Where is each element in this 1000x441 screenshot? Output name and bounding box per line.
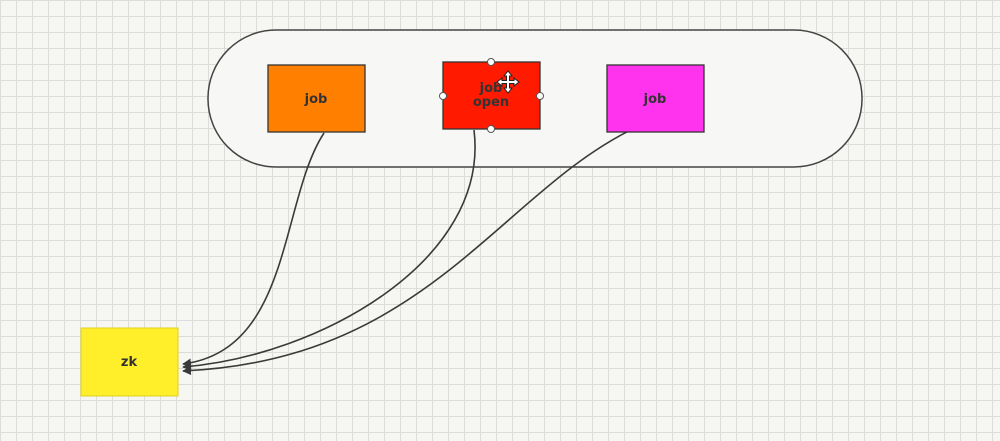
node-zk[interactable]: zk xyxy=(80,327,179,397)
node-job-red[interactable]: job open xyxy=(442,61,541,130)
edge-job1-zk[interactable] xyxy=(182,132,325,368)
resize-handle-icon[interactable] xyxy=(536,92,544,100)
edge-job2-zk[interactable] xyxy=(182,129,476,371)
resize-handle-icon[interactable] xyxy=(439,92,447,100)
node-zk-label: zk xyxy=(121,355,138,370)
edge-job3-zk[interactable] xyxy=(182,125,640,376)
node-job-magenta-label: job xyxy=(643,92,667,107)
edges xyxy=(182,125,640,376)
node-job-orange[interactable]: job xyxy=(267,64,366,133)
selection-handles xyxy=(439,58,544,133)
node-job-orange-label: job xyxy=(304,92,328,107)
node-job-red-sublabel: open xyxy=(473,95,509,110)
node-job-red-label: job xyxy=(479,81,503,96)
resize-handle-icon[interactable] xyxy=(487,125,495,133)
resize-handle-icon[interactable] xyxy=(487,58,495,66)
node-job-magenta[interactable]: job xyxy=(606,64,705,133)
move-cursor-icon xyxy=(496,70,520,94)
